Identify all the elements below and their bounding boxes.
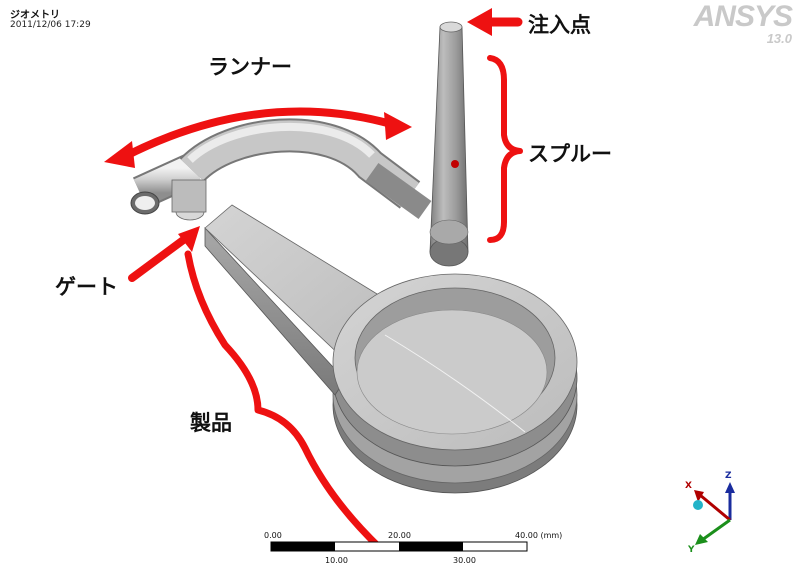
callout-gate: ゲート — [55, 275, 118, 299]
triad-label-z: Z — [725, 471, 732, 481]
view-timestamp: 2011/12/06 17:29 — [10, 20, 91, 30]
runner-arrowhead-left-icon — [104, 141, 135, 168]
sprue-brace-icon — [487, 55, 523, 243]
scale-bar — [270, 541, 528, 552]
triad-label-y: Y — [688, 545, 695, 555]
triad-origin-icon — [693, 500, 703, 510]
scale-label-top-2: 40.00 (mm) — [515, 531, 563, 540]
callout-runner: ランナー — [208, 55, 292, 79]
scale-label-top-0: 0.00 — [264, 531, 282, 540]
x-axis-arrow-icon — [694, 490, 704, 502]
gate-arrowhead-icon — [178, 226, 200, 252]
axis-triad[interactable] — [693, 482, 735, 545]
z-axis-arrow-icon — [725, 482, 735, 493]
sprue-part[interactable] — [429, 21, 469, 267]
scale-label-top-1: 20.00 — [388, 531, 411, 540]
injection-marker-icon[interactable] — [451, 160, 459, 168]
gate-arrow-shaft — [128, 234, 190, 282]
callout-sprue: スプルー — [528, 142, 612, 166]
runner-part[interactable] — [130, 118, 432, 221]
callout-product: 製品 — [190, 411, 232, 435]
product-part[interactable] — [204, 204, 578, 494]
product-brace-icon — [184, 250, 384, 552]
y-axis-arrow-icon — [695, 534, 708, 545]
view-title: ジオメトリ — [10, 10, 60, 21]
injection-arrowhead-icon — [467, 8, 492, 36]
triad-label-x: X — [685, 481, 692, 491]
runner-arrowhead-right-icon — [384, 112, 412, 140]
brand-version: 13.0 — [766, 31, 792, 46]
scale-label-bottom-1: 30.00 — [453, 556, 476, 565]
callout-injection-point: 注入点 — [528, 13, 591, 37]
ansys-logo: ANSYS 13.0 — [693, 0, 793, 46]
runner-arc-arrow — [114, 107, 402, 164]
scale-label-bottom-0: 10.00 — [325, 556, 348, 565]
brand-logo-text: ANSYS — [693, 0, 793, 33]
